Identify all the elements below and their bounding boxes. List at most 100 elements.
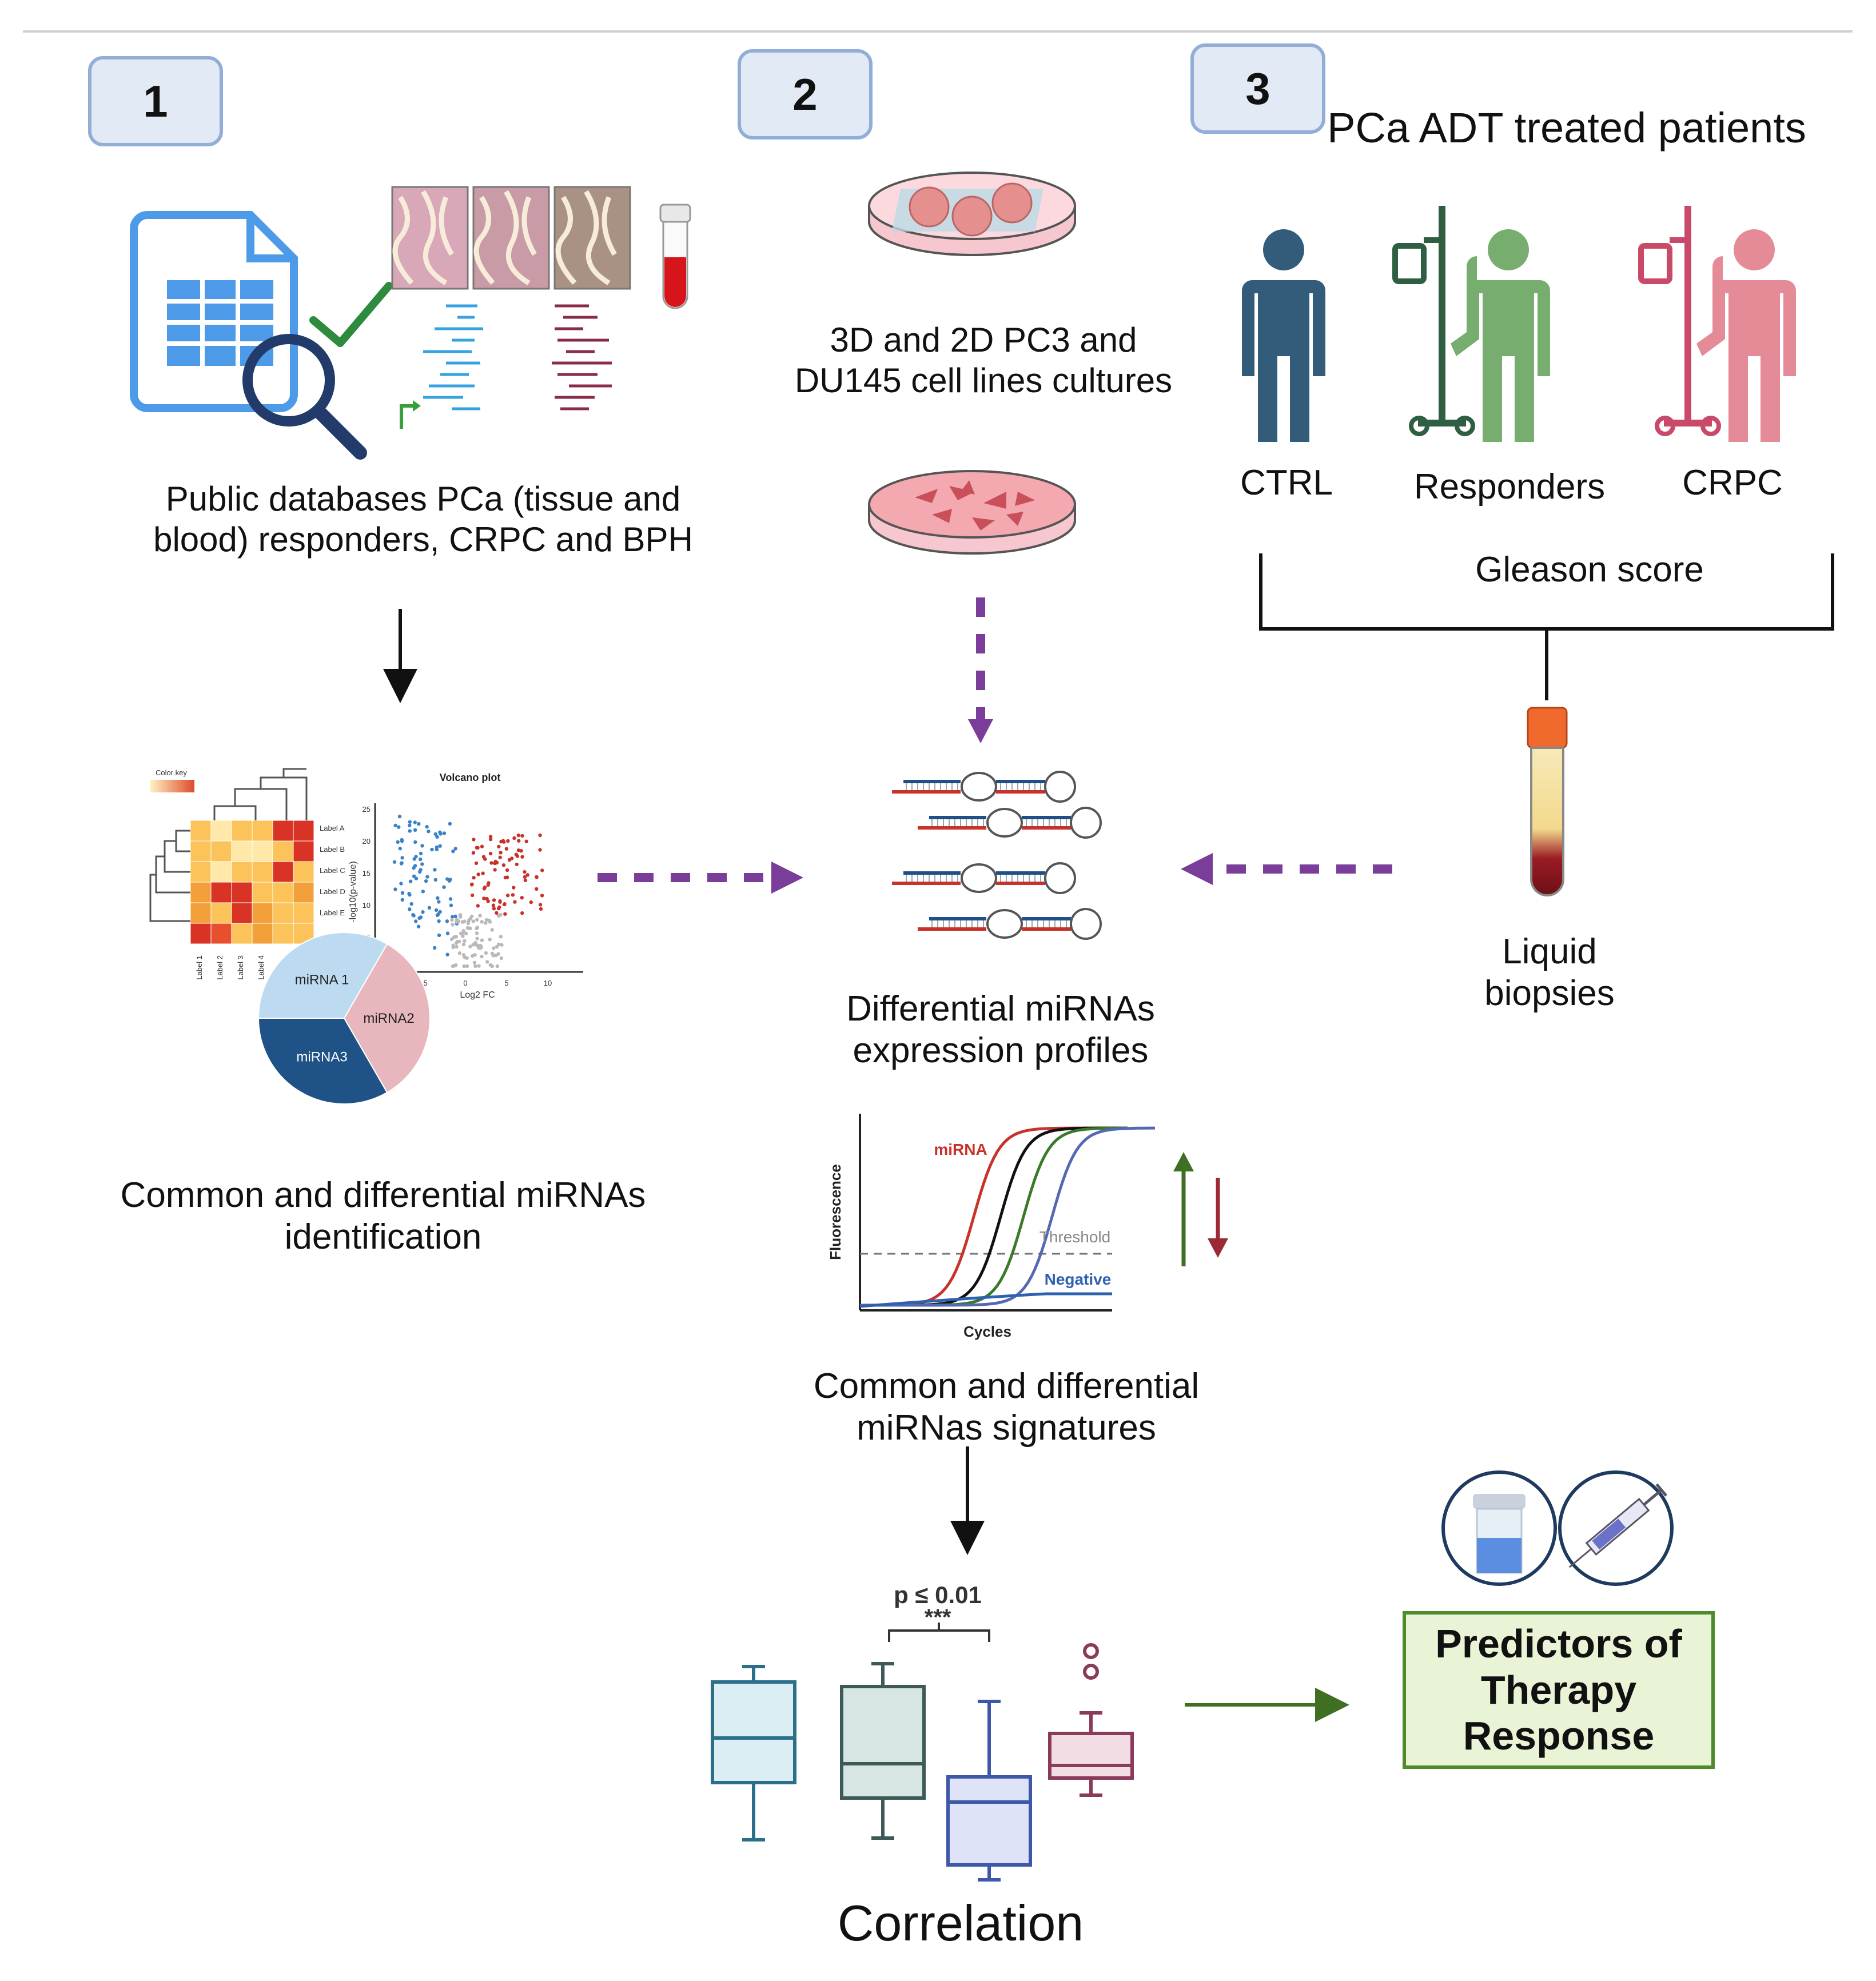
volcano-point (448, 897, 453, 901)
volcano-point (457, 951, 462, 955)
volcano-point (408, 907, 412, 911)
volcano-point (451, 849, 455, 854)
step-1-badge: 1 (88, 56, 223, 146)
volcano-point (413, 864, 417, 868)
volcano-point (510, 856, 514, 860)
volcano-point (540, 868, 544, 872)
volcano-point (498, 855, 502, 859)
volcano-point (419, 851, 423, 856)
volcano-point (454, 963, 458, 967)
volcano-point (503, 912, 507, 916)
volcano-point (523, 870, 527, 874)
volcano-point (490, 928, 494, 932)
heatmap-cell (210, 902, 232, 924)
volcano-point (516, 848, 521, 852)
volcano-point (488, 835, 493, 839)
heatmap-cell (190, 882, 212, 903)
petri-dish-2d-icon (868, 470, 1076, 555)
heatmap-cell (231, 820, 253, 842)
public-databases-caption: Public databases PCa (tissue and blood) … (153, 480, 693, 559)
volcano-point (432, 946, 437, 950)
boxplot-box (840, 1662, 926, 1840)
volcano-point (512, 836, 516, 840)
crpc-person-icon (1638, 206, 1796, 442)
volcano-point (495, 964, 499, 968)
volcano-point (497, 942, 501, 947)
volcano-point (425, 824, 429, 829)
heatmap-col-label: Label 2 (216, 955, 224, 980)
volcano-point (501, 863, 506, 867)
volcano-point (439, 832, 443, 836)
volcano-point (514, 852, 518, 856)
volcano-ytick: 25 (363, 805, 371, 814)
volcano-point (416, 924, 421, 928)
heatmap-cell (190, 923, 212, 944)
volcano-point (505, 868, 509, 872)
volcano-point (435, 845, 439, 850)
qpcr-xlabel: Cycles (963, 1323, 1011, 1340)
volcano-point (397, 814, 402, 819)
volcano-point (520, 896, 524, 900)
volcano-point (425, 875, 429, 879)
step-3-badge: 3 (1190, 43, 1325, 134)
volcano-point (475, 936, 479, 940)
volcano-point (503, 875, 508, 880)
volcano-point (493, 868, 497, 872)
volcano-point (454, 941, 459, 945)
volcano-point (485, 896, 489, 901)
outlier-point (1083, 1643, 1099, 1659)
volcano-point (474, 861, 479, 866)
liquid-biopsy-tube-icon (1527, 707, 1568, 896)
volcano-ylabel: -log10(p-value) (348, 861, 358, 923)
heatmap-cell (252, 840, 273, 862)
volcano-point (412, 857, 416, 861)
mirna-hairpin (892, 771, 1076, 803)
heatmap-cell (190, 902, 212, 924)
expression-profiles-caption: Differential miRNAs expression profiles (846, 989, 1155, 1071)
volcano-point (515, 862, 519, 867)
boxplot-box (711, 1665, 796, 1842)
heatmap-cell (210, 840, 232, 862)
volcano-point (471, 919, 476, 923)
volcano-point (413, 840, 417, 844)
volcano-point (492, 898, 496, 902)
volcano-point (491, 903, 496, 907)
volcano-point (477, 964, 481, 968)
volcano-point (486, 883, 490, 887)
volcano-point (488, 938, 492, 942)
volcano-point (540, 894, 544, 898)
ctrl-label: CTRL (1240, 463, 1333, 503)
volcano-point (538, 833, 542, 838)
volcano-point (511, 893, 515, 897)
heatmap-cell (231, 923, 253, 944)
qpcr-curve-label: miRNA (934, 1141, 987, 1158)
volcano-point (481, 855, 486, 859)
volcano-point (524, 839, 528, 843)
volcano-point (499, 851, 503, 855)
volcano-point (516, 833, 520, 838)
volcano-point (413, 820, 417, 824)
correlation-caption: Correlation (837, 1895, 1084, 1951)
volcano-xtick: 5 (504, 979, 508, 987)
volcano-point (448, 822, 452, 826)
heatmap-cell (231, 861, 253, 883)
pie-slice (343, 943, 431, 1094)
p-value-label: p ≤ 0.01 (894, 1581, 982, 1608)
volcano-ytick: 20 (363, 837, 371, 846)
volcano-point (451, 943, 455, 947)
volcano-xtick: -5 (421, 979, 428, 987)
volcano-xtick: 10 (544, 979, 552, 987)
volcano-point (434, 908, 439, 912)
volcano-point (472, 960, 477, 965)
boxplot-box (946, 1700, 1032, 1882)
heatmap-cell (210, 882, 232, 903)
outlier-point (1083, 1664, 1099, 1680)
column-dendrogram (213, 768, 308, 820)
volcano-title: Volcano plot (440, 772, 501, 783)
volcano-point (488, 851, 493, 856)
volcano-point (493, 859, 497, 864)
volcano-point (400, 891, 405, 895)
volcano-point (442, 885, 446, 889)
